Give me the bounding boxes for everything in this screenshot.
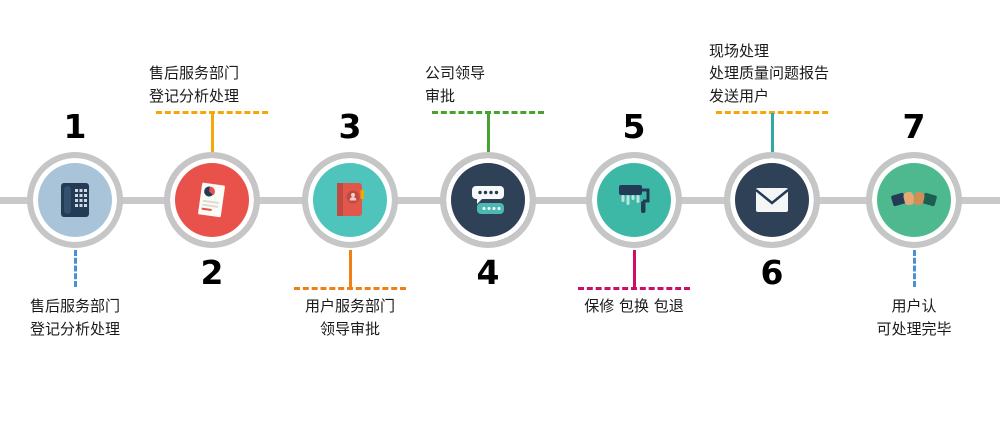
step-label-line: 审批 [425,86,456,105]
handshake-icon [891,191,937,207]
connector-line [633,250,636,287]
step-label: 用户认 可处理完毕 [876,295,951,340]
envelope-icon [755,188,789,212]
process-step-5: 5 保修 包换 包退 [564,0,704,426]
desk-phone-icon [61,183,89,217]
connector-line [294,287,406,290]
process-step-2: 售后服务部门 登记分析处理 2 [142,0,282,426]
connector-line [156,111,268,114]
connector-line [349,250,352,287]
report-document-icon [198,182,225,218]
step-label: 公司领导 审批 [425,62,551,107]
step-number: 2 [200,253,224,292]
step-label: 售后服务部门 登记分析处理 [149,62,275,107]
step-label-line: 发送用户 [709,86,770,105]
step-number: 3 [338,107,362,146]
connector-line [771,113,774,152]
process-step-6: 现场处理 处理质量问题报告 发送用户 6 [702,0,842,426]
step-circle [27,152,123,248]
step-label-line: 登记分析处理 [149,86,240,105]
connector-line [432,111,544,114]
process-step-7: 7 用户认 可处理完毕 [844,0,984,426]
step-circle [440,152,536,248]
connector-line [211,113,214,152]
step-number: 1 [63,107,87,146]
process-step-4: 公司领导 审批 4 [418,0,558,426]
process-step-1: 1 售后服务部门 登记分析处理 [5,0,145,426]
step-circle [724,152,820,248]
process-step-3: 3 用户服务部门 领导审批 [280,0,420,426]
step-label-line: 售后服务部门 [29,297,121,315]
paint-roller-icon [619,185,650,213]
step-label-line: 登记分析处理 [29,319,121,338]
connector-line [716,111,828,114]
step-label: 用户服务部门 领导审批 [305,295,395,340]
step-circle [586,152,682,248]
connector-line [913,250,916,287]
chat-bubbles-icon [472,186,504,214]
step-label-line: 公司领导 [425,64,486,82]
step-label-line: 处理质量问题报告 [709,64,830,82]
step-circle [164,152,260,248]
step-number: 7 [902,107,926,146]
step-label-line: 领导审批 [319,319,381,338]
step-circle [866,152,962,248]
step-label-line: 用户认 [891,297,937,315]
step-number: 6 [760,253,784,292]
step-label-line: 售后服务部门 [149,64,240,82]
step-label: 售后服务部门 登记分析处理 [30,295,120,340]
step-label: 现场处理 处理质量问题报告 发送用户 [709,40,835,108]
step-label-line: 用户服务部门 [304,297,396,315]
step-circle [302,152,398,248]
notebook-icon [337,183,364,216]
step-number: 5 [622,107,646,146]
step-label-line: 现场处理 [709,41,770,60]
connector-line [487,113,490,152]
connector-line [74,250,77,287]
step-label-line: 保修 包换 包退 [584,297,684,315]
step-number: 4 [476,253,500,292]
connector-line [578,287,690,290]
step-label: 保修 包换 包退 [584,295,684,318]
step-label-line: 可处理完毕 [876,319,952,338]
